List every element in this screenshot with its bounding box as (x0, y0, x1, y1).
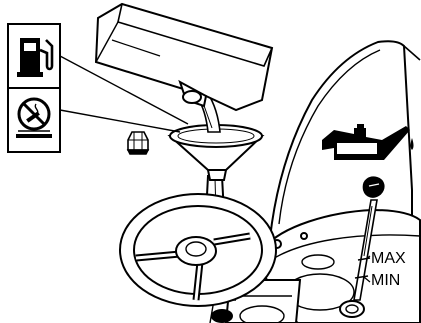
fuel-canister (96, 4, 272, 110)
funnel (170, 125, 262, 180)
min-level-label: MIN (371, 273, 400, 289)
fuel-cap (128, 132, 148, 154)
max-level-label: MAX (371, 251, 406, 267)
steering-wheel (120, 194, 276, 306)
